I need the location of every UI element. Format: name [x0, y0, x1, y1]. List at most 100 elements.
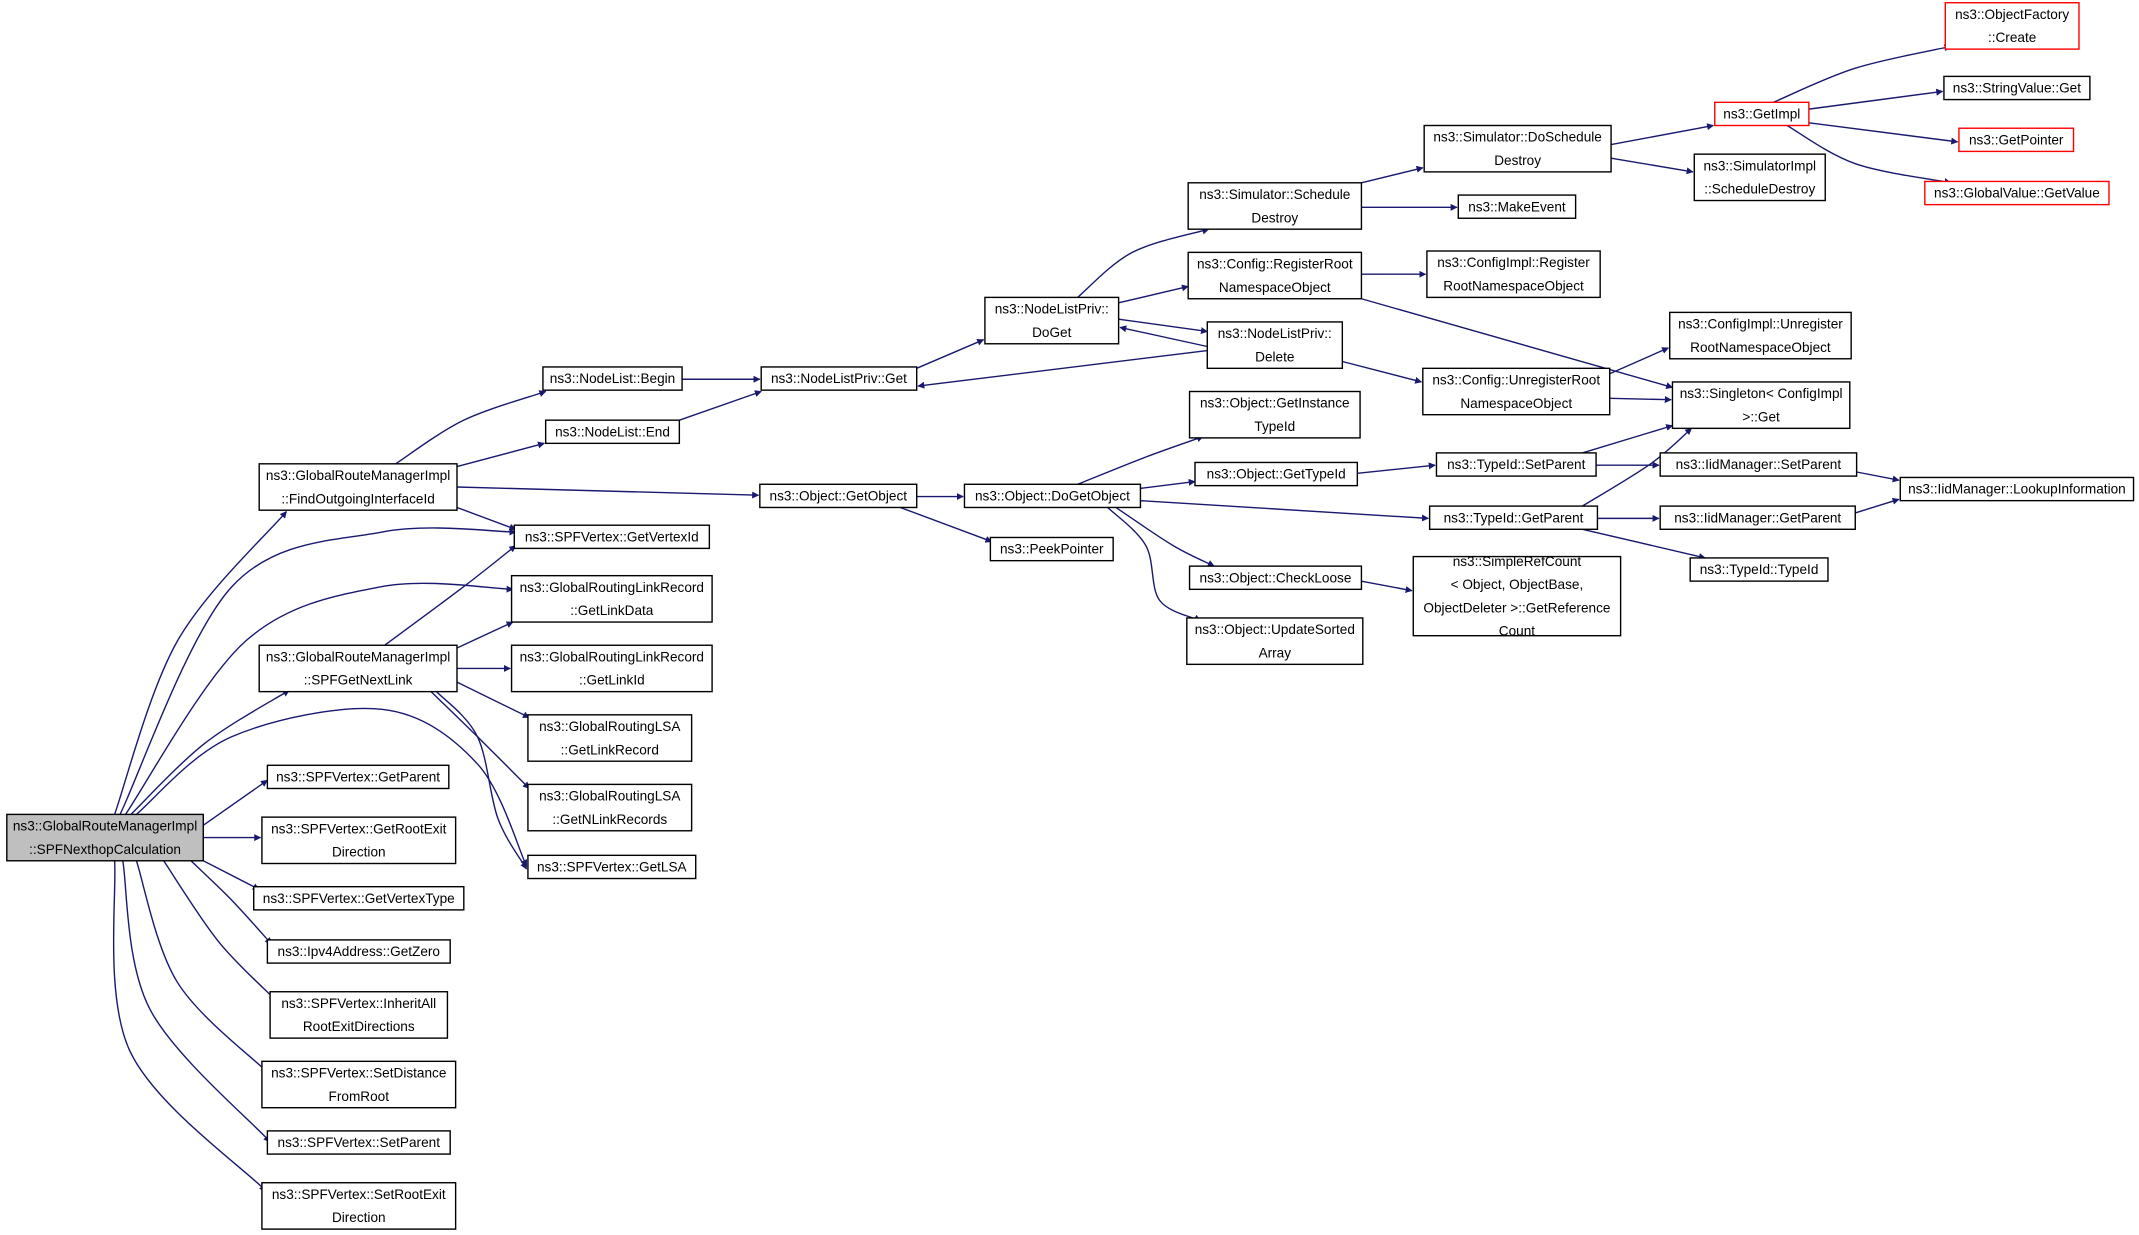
node-label-line: NamespaceObject — [1460, 396, 1572, 411]
node-label-line: Count — [1499, 624, 1535, 639]
node-simImplSchedDestroy[interactable]: ns3::SimulatorImpl::ScheduleDestroy — [1693, 153, 1826, 202]
node-label-line: Delete — [1255, 349, 1294, 364]
node-label-line: ns3::SPFVertex::SetRootExit — [272, 1187, 446, 1202]
node-box — [510, 574, 713, 623]
node-getLinkData[interactable]: ns3::GlobalRoutingLinkRecord::GetLinkDat… — [510, 574, 713, 623]
node-nlBegin[interactable]: ns3::NodeList::Begin — [542, 366, 683, 391]
edge-simDoSchedDestroy-to-getImpl — [1610, 123, 1715, 146]
node-label-line: ns3::GlobalRouteManagerImpl — [266, 649, 450, 664]
node-tidGetParent[interactable]: ns3::TypeId::GetParent — [1428, 505, 1599, 530]
node-label-line: ns3::SPFVertex::GetLSA — [537, 860, 688, 875]
edge-simDoSchedDestroy-to-simImplSchedDestroy — [1610, 157, 1694, 175]
node-label-line: ns3::GlobalRoutingLinkRecord — [520, 649, 704, 664]
node-getVertexId[interactable]: ns3::SPFVertex::GetVertexId — [513, 524, 711, 550]
node-box — [1689, 557, 1829, 582]
node-nlpDelete[interactable]: ns3::NodeListPriv::Delete — [1206, 321, 1344, 370]
edge-root-to-findOut — [113, 511, 288, 815]
node-label-line: < Object, ObjectBase, — [1451, 577, 1584, 592]
node-box — [258, 644, 458, 693]
node-makeEvent[interactable]: ns3::MakeEvent — [1457, 194, 1577, 219]
node-label-line: ns3::SPFVertex::SetParent — [278, 1135, 441, 1150]
node-nlpDoGet[interactable]: ns3::NodeListPriv::DoGet — [984, 296, 1120, 345]
node-getLinkRecord[interactable]: ns3::GlobalRoutingLSA::GetLinkRecord — [527, 714, 693, 762]
node-iidGetParent[interactable]: ns3::IidManager::GetParent — [1659, 505, 1856, 530]
edge-getImpl-to-objFactoryCreate — [1773, 44, 1952, 103]
node-getPointer[interactable]: ns3::GetPointer — [1958, 127, 2075, 153]
node-tidTypeId[interactable]: ns3::TypeId::TypeId — [1689, 557, 1829, 582]
edge-root-to-setDistance — [135, 860, 268, 1073]
node-simSchedDestroy[interactable]: ns3::Simulator::ScheduleDestroy — [1187, 182, 1363, 230]
node-getLinkId[interactable]: ns3::GlobalRoutingLinkRecord::GetLinkId — [510, 644, 713, 693]
node-box — [1457, 194, 1577, 219]
node-box — [1714, 101, 1810, 127]
node-peekPointer[interactable]: ns3::PeekPointer — [989, 536, 1114, 562]
node-label-line: NamespaceObject — [1219, 280, 1331, 295]
node-objGetTypeId[interactable]: ns3::Object::GetTypeId — [1194, 461, 1359, 487]
node-label-line: ns3::MakeEvent — [1468, 199, 1566, 214]
edge-root-to-getVertexId — [119, 527, 517, 815]
node-spfGetNextLink[interactable]: ns3::GlobalRouteManagerImpl::SPFGetNextL… — [258, 644, 458, 693]
node-setParentV[interactable]: ns3::SPFVertex::SetParent — [266, 1130, 451, 1155]
node-label-line: ns3::GetPointer — [1969, 132, 2064, 147]
edge-objDoGetObject-to-tidGetParent — [1140, 499, 1429, 522]
node-label-line: Direction — [332, 1210, 386, 1225]
node-box — [253, 886, 465, 911]
node-iidLookup[interactable]: ns3::IidManager::LookupInformation — [1899, 476, 2135, 502]
node-tidSetParent[interactable]: ns3::TypeId::SetParent — [1435, 452, 1597, 477]
node-label-line: ns3::Object::UpdateSorted — [1195, 622, 1355, 637]
edge-objGetObject-to-peekPointer — [900, 506, 993, 543]
node-getLSA[interactable]: ns3::SPFVertex::GetLSA — [527, 854, 697, 880]
node-cfgImplUnreg[interactable]: ns3::ConfigImpl::UnregisterRootNamespace… — [1669, 311, 1852, 360]
node-box — [266, 764, 450, 790]
edge-root-to-setParentV — [122, 860, 271, 1143]
node-label-line: ns3::NodeListPriv:: — [1218, 326, 1332, 341]
node-cfgImplRegRoot[interactable]: ns3::ConfigImpl::RegisterRootNamespaceOb… — [1426, 250, 1601, 299]
node-ipv4GetZero[interactable]: ns3::Ipv4Address::GetZero — [266, 939, 451, 964]
node-nlpGet[interactable]: ns3::NodeListPriv::Get — [760, 366, 918, 391]
edge-getImpl-to-strValueGet — [1808, 88, 1944, 110]
node-label-line: ns3::SPFVertex::SetDistance — [271, 1065, 446, 1080]
node-objGetObject[interactable]: ns3::Object::GetObject — [759, 483, 918, 509]
node-box — [266, 939, 451, 964]
node-objDoGetObject[interactable]: ns3::Object::DoGetObject — [963, 483, 1142, 509]
node-nlEnd[interactable]: ns3::NodeList::End — [544, 419, 681, 445]
node-iidSetParent[interactable]: ns3::IidManager::SetParent — [1659, 452, 1858, 477]
node-objFactoryCreate[interactable]: ns3::ObjectFactory::Create — [1944, 2, 2080, 50]
node-cfgUnregRoot[interactable]: ns3::Config::UnregisterRootNamespaceObje… — [1422, 367, 1611, 416]
node-gvGetValue[interactable]: ns3::GlobalValue::GetValue — [1924, 180, 2110, 206]
node-simpleRefCount[interactable]: ns3::SimpleRefCount< Object, ObjectBase,… — [1412, 554, 1622, 639]
node-label-line: >::Get — [1742, 409, 1780, 424]
node-strValueGet[interactable]: ns3::StringValue::Get — [1943, 75, 2091, 101]
node-box — [527, 714, 693, 762]
edge-nlEnd-to-nlpGet — [679, 390, 762, 421]
node-objCheckLoose[interactable]: ns3::Object::CheckLoose — [1188, 565, 1363, 591]
edge-spfGetNextLink-to-getLinkRecord — [456, 681, 530, 719]
node-getParentV[interactable]: ns3::SPFVertex::GetParent — [266, 764, 450, 790]
node-getVertexType[interactable]: ns3::SPFVertex::GetVertexType — [253, 886, 465, 911]
edge-root-to-ipv4GetZero — [190, 860, 272, 945]
edge-root-to-setRootExit — [112, 860, 267, 1192]
node-box — [266, 1130, 451, 1155]
node-label-line: Destroy — [1494, 153, 1541, 168]
node-singletonGet[interactable]: ns3::Singleton< ConfigImpl >::Get — [1671, 381, 1851, 430]
node-box — [1186, 617, 1364, 666]
node-label-line: ns3::SPFVertex::GetVertexType — [263, 891, 455, 906]
node-getNLinkRecords[interactable]: ns3::GlobalRoutingLSA::GetNLinkRecords — [527, 783, 693, 832]
node-label-line: ns3::ConfigImpl::Register — [1437, 255, 1590, 270]
node-label-line: ns3::Object::CheckLoose — [1200, 570, 1352, 585]
node-root[interactable]: ns3::GlobalRouteManagerImpl::SPFNexthopC… — [6, 813, 204, 862]
node-inheritAll[interactable]: ns3::SPFVertex::InheritAllRootExitDirect… — [269, 991, 449, 1039]
node-box — [1188, 390, 1361, 439]
node-label-line: RootNamespaceObject — [1690, 340, 1831, 355]
node-getImpl[interactable]: ns3::GetImpl — [1714, 101, 1810, 127]
node-label-line: ns3::GlobalRoutingLSA — [539, 719, 681, 734]
node-label-line: ns3::GlobalRoutingLinkRecord — [520, 580, 704, 595]
node-findOut[interactable]: ns3::GlobalRouteManagerImpl::FindOutgoin… — [258, 463, 458, 511]
